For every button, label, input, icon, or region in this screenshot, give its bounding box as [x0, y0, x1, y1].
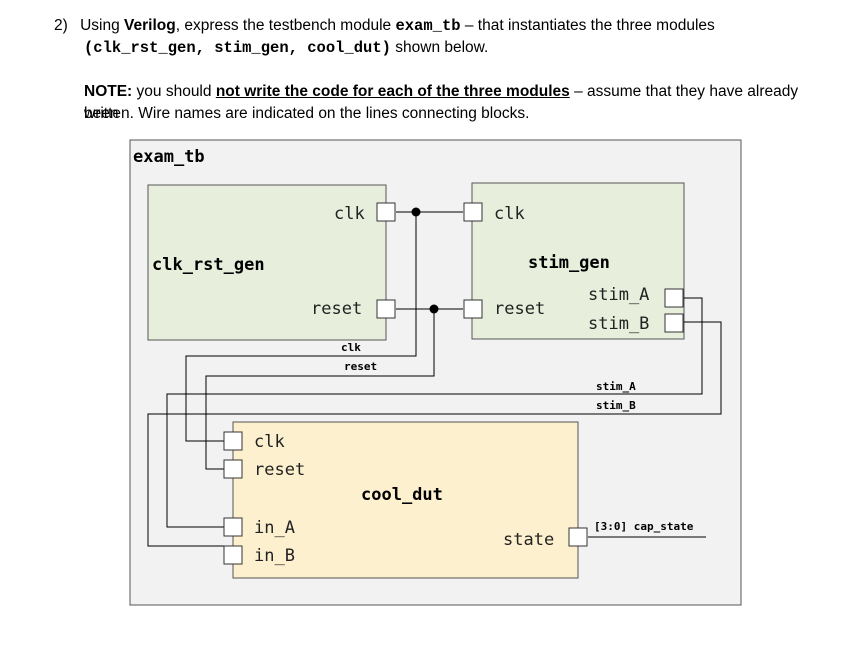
wire-reset-to-dut: [205, 309, 435, 470]
question-module-list: (clk_rst_gen, stim_gen, cool_dut): [84, 39, 391, 57]
wires: [147, 211, 722, 547]
wire-stim-b: [147, 321, 722, 547]
question-verilog: Verilog: [124, 17, 176, 34]
clk-rst-gen-label: clk_rst_gen: [152, 255, 265, 275]
clk-rst-gen-port-reset-label: reset: [311, 299, 362, 319]
cool-dut-port-in-b-label: in_B: [254, 546, 295, 566]
note-emphasis: not write the code for each of the three…: [215, 83, 570, 100]
note-pre: you should: [132, 83, 216, 100]
wire-clk-to-dut: [185, 212, 417, 442]
note-label: NOTE:: [84, 83, 133, 100]
note-line-2: written. Wire names are indicated on the…: [84, 103, 824, 125]
wire-label-clk: clk: [341, 341, 361, 354]
exam-tb-label: exam_tb: [133, 147, 205, 167]
note-post: – assume that they have already been: [84, 83, 799, 122]
junction-clk: [411, 207, 421, 217]
note-line2-text: written. Wire names are indicated on the…: [84, 105, 530, 122]
question-mid: , express the testbench module: [175, 17, 396, 34]
wire-label-cap-state: [3:0] cap_state: [594, 520, 694, 533]
cool-dut-port-in-a-label: in_A: [254, 518, 295, 538]
cool-dut-block: [232, 421, 579, 579]
port-square-dut-state: [568, 527, 588, 547]
port-square-sg-clk: [463, 202, 483, 222]
question-number: 2): [54, 17, 68, 34]
question-line2-post: shown below.: [390, 39, 489, 56]
clk-rst-gen-block: [147, 184, 387, 341]
port-square-dut-clk: [223, 431, 243, 451]
port-square-sg-reset: [463, 299, 483, 319]
cool-dut-port-reset-label: reset: [254, 460, 305, 480]
port-square-dut-in-b: [223, 545, 243, 565]
wire-label-stim-a: stim_A: [596, 380, 636, 393]
port-square-dut-in-a: [223, 517, 243, 537]
port-square-dut-reset: [223, 459, 243, 479]
stim-gen-block: [471, 182, 685, 340]
wire-label-reset: reset: [344, 360, 377, 373]
question-line-2: (clk_rst_gen, stim_gen, cool_dut) shown …: [84, 37, 824, 59]
question-line-1: 2) Using Verilog, express the testbench …: [54, 15, 834, 37]
wire-stim-a: [166, 297, 703, 528]
stim-gen-port-clk-label: clk: [494, 204, 525, 224]
clk-rst-gen-port-clk-label: clk: [334, 204, 365, 224]
port-square-crg-reset: [376, 299, 396, 319]
cool-dut-port-state-label: state: [503, 530, 554, 550]
cool-dut-label: cool_dut: [361, 485, 443, 505]
question-post: – that instantiates the three modules: [460, 17, 715, 34]
stim-gen-port-reset-label: reset: [494, 299, 545, 319]
port-square-sg-stim-b: [664, 313, 684, 333]
port-square-sg-stim-a: [664, 288, 684, 308]
stim-gen-port-stim-a-label: stim_A: [588, 285, 649, 305]
note-line-1: NOTE: you should not write the code for …: [84, 81, 834, 125]
cool-dut-port-clk-label: clk: [254, 432, 285, 452]
wire-label-stim-b: stim_B: [596, 399, 636, 412]
junction-reset: [429, 304, 439, 314]
question-module-name: exam_tb: [395, 17, 461, 35]
question-pre: Using: [80, 17, 125, 34]
stim-gen-label: stim_gen: [528, 253, 610, 273]
port-square-crg-clk: [376, 202, 396, 222]
stim-gen-port-stim-b-label: stim_B: [588, 314, 649, 334]
